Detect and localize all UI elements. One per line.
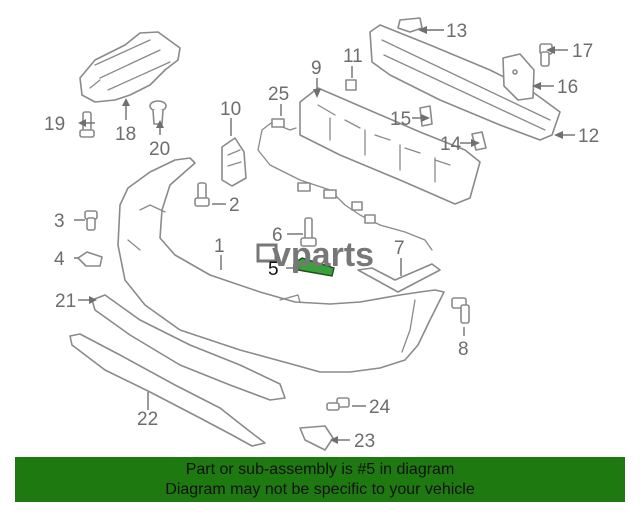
- callout-22: 22: [137, 409, 158, 430]
- part-23-bracket: [299, 425, 334, 451]
- part-8-bolt: [451, 297, 470, 324]
- callout-25: 25: [268, 84, 289, 105]
- part-10-bracket: [221, 137, 247, 187]
- callout-9: 9: [311, 58, 322, 79]
- brand-text: vparts: [272, 236, 374, 274]
- footer-line-1: Part or sub-assembly is #5 in diagram: [185, 461, 455, 478]
- callout-20: 20: [149, 139, 170, 160]
- callout-11: 11: [343, 46, 363, 67]
- callout-10: 10: [220, 99, 241, 120]
- part-20-clip: [149, 100, 167, 125]
- part-7-side-trim: [357, 263, 441, 293]
- part-22-lower-strip: [69, 333, 266, 447]
- part-6-retainer: [300, 217, 317, 247]
- part-2-bolt: [194, 182, 210, 207]
- callout-19: 19: [44, 114, 65, 135]
- part-12-reinforcement: [369, 24, 561, 141]
- brand-watermark: vparts: [256, 236, 374, 274]
- part-1-bumper-cover: [117, 157, 445, 373]
- callout-3: 3: [54, 211, 65, 232]
- footer-line-2: Diagram may not be specific to your vehi…: [165, 481, 475, 498]
- footer-banner: Part or sub-assembly is #5 in diagram Di…: [15, 457, 625, 502]
- callout-24: 24: [369, 397, 391, 418]
- callout-23: 23: [354, 431, 375, 452]
- part-11-plate: [345, 79, 357, 91]
- part-16-plate: [502, 53, 535, 101]
- callout-18: 18: [115, 124, 136, 145]
- callout-4: 4: [54, 249, 65, 270]
- callout-6: 6: [272, 225, 283, 246]
- part-21-lower-trim: [91, 294, 286, 401]
- callout-16: 16: [557, 77, 578, 98]
- part-4-bracket: [77, 251, 103, 267]
- callout-12: 12: [578, 126, 599, 147]
- part-18-splash-shield: [79, 31, 181, 103]
- callout-8: 8: [458, 339, 469, 360]
- callout-13: 13: [446, 21, 467, 42]
- callout-21: 21: [55, 291, 76, 312]
- callout-15: 15: [390, 109, 411, 130]
- callout-2: 2: [229, 195, 240, 216]
- part-13-bracket: [397, 17, 423, 33]
- part-3-bolt: [84, 210, 98, 231]
- callout-17: 17: [572, 41, 593, 62]
- part-25-wiring-harness: [257, 118, 433, 251]
- callout-5: 5: [268, 259, 279, 280]
- callout-14: 14: [440, 134, 462, 155]
- part-17-bolt: [539, 43, 553, 67]
- leader-lines: [74, 26, 575, 444]
- parts-diagram: vparts 13 17 16 12 14 15 11 9 25 10 2 1 …: [44, 17, 599, 452]
- callout-labels: 13 17 16 12 14 15 11 9 25 10 2 1 19 18 2…: [44, 21, 599, 452]
- callout-7: 7: [394, 238, 405, 259]
- callout-1: 1: [214, 236, 225, 257]
- part-24-bolt: [326, 397, 350, 411]
- part-9-energy-absorber: [299, 87, 481, 205]
